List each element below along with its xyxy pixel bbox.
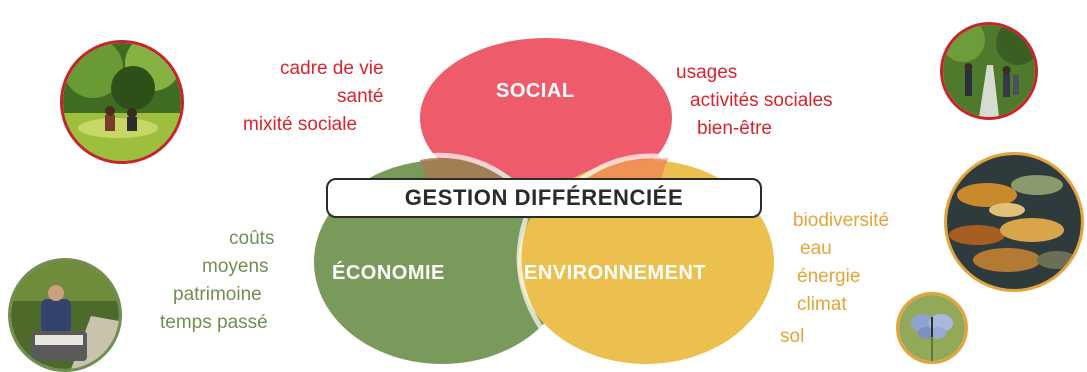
keyword-cadre-de-vie: cadre de vie <box>280 58 384 79</box>
keyword-bien-etre: bien-être <box>697 118 772 139</box>
keyword-patrimoine: patrimoine <box>173 284 262 305</box>
photo-picnic-in-park <box>60 40 184 164</box>
photo-blue-butterfly <box>896 292 968 364</box>
keyword-mixite-sociale: mixité sociale <box>243 114 358 135</box>
label-environnement: ENVIRONNEMENT <box>524 262 707 284</box>
keyword-sol: sol <box>780 326 805 347</box>
keyword-climat: climat <box>797 294 847 315</box>
keyword-couts: coûts <box>229 228 275 249</box>
label-economie: ÉCONOMIE <box>332 262 445 284</box>
keyword-usages: usages <box>676 62 738 83</box>
keyword-biodiversite: biodiversité <box>793 210 890 231</box>
photo-gardener-on-mower <box>8 258 122 372</box>
keyword-eau: eau <box>800 238 832 259</box>
keyword-activites-sociales: activités sociales <box>690 90 833 111</box>
keyword-energie: énergie <box>797 266 861 287</box>
photo-walkers-on-path <box>940 22 1038 120</box>
label-social: SOCIAL <box>496 80 575 102</box>
circle-social <box>420 38 672 198</box>
separator-arc-bottom <box>516 217 551 340</box>
keyword-sante: santé <box>337 86 384 107</box>
keyword-moyens: moyens <box>202 256 269 277</box>
keyword-temps-passe: temps passé <box>160 312 268 333</box>
title-gestion-differenciee: GESTION DIFFÉRENCIÉE <box>326 178 762 218</box>
photo-autumn-leaves-on-water <box>944 152 1084 292</box>
